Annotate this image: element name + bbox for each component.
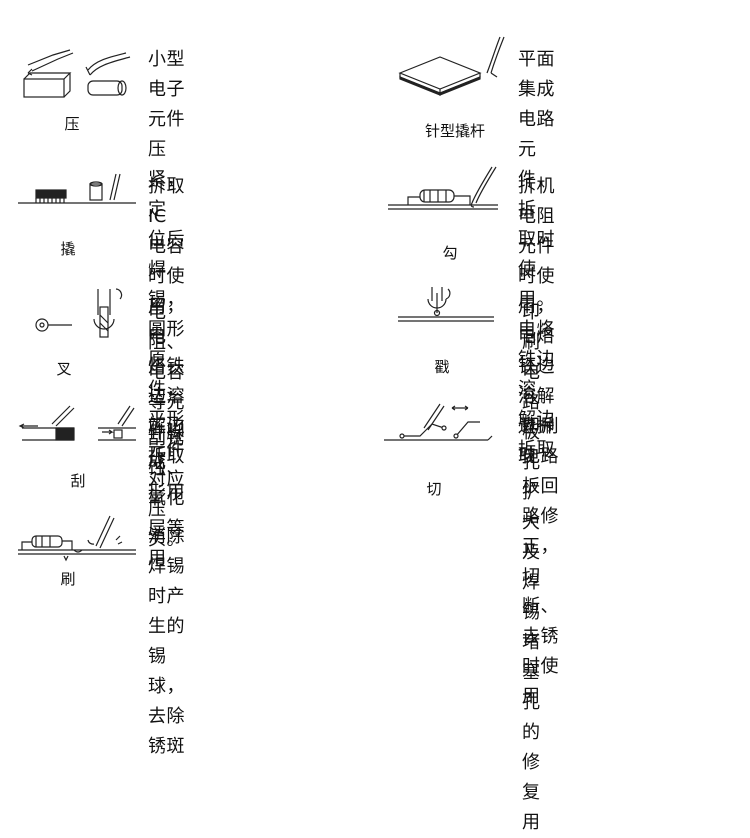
desc-line: 小型电子元件压紧，定 — [148, 49, 185, 220]
tool-label: 针型撬杆 — [424, 122, 485, 140]
tool-label: 刮 — [70, 472, 86, 490]
desc-line: 电阻、电容等元件脚成 — [148, 302, 185, 473]
desc-line: 拆机电阻元件时使用， — [518, 176, 555, 317]
desc-line: 印刷电路板孔扩大及焊 — [522, 302, 541, 593]
desc-line: 刮锈蚀、氧化层等用 — [148, 428, 185, 569]
tool-label: 叉 — [56, 360, 72, 378]
desc-line: 解边拆取 — [518, 409, 555, 460]
hook-tool-icon — [388, 166, 498, 210]
desc-line: 拆取IC电容时使用，电 — [148, 176, 185, 347]
desc-line: 电烙铁边溶解边拆取 — [518, 326, 555, 467]
tool-label: 戳 — [434, 358, 450, 376]
tool-label: 切 — [426, 480, 442, 498]
poke-tool-icon — [398, 287, 494, 322]
press-tool-icon — [23, 49, 131, 98]
tool-description: 消除焊锡时产生的锡球， 去除锈斑 — [148, 522, 185, 762]
tool-description: 刮锈蚀、氧化层等用 — [148, 424, 185, 574]
tool-label: 勾 — [442, 244, 458, 262]
tool-description: 平面集成电路元件，拆 取时使用。电烙铁边溶 解边拆取 — [518, 45, 555, 465]
scrape-tool-icon — [18, 405, 136, 441]
pry-tool-icon — [18, 173, 136, 204]
tool-label: 撬 — [60, 240, 76, 258]
desc-line: 位后焊锡，圆形原件， — [148, 229, 185, 400]
desc-line: 切断、去锈时使用 — [522, 566, 559, 707]
tool-description: 拆取IC电容时使用，电 烙铁边溶解边拆取 — [148, 172, 185, 472]
desc-line: 形用 — [148, 482, 185, 503]
desc-line: 取时使用。电烙铁边溶 — [518, 229, 555, 400]
desc-line: 烙铁边溶解边拆取 — [148, 356, 185, 467]
tool-description: 电阻、电容等元件脚成 形用 — [148, 298, 185, 508]
desc-line: 平面集成电路元件，拆 — [518, 49, 555, 220]
tool-description: 印刷电路板回路修正， 切断、去锈时使用 — [522, 412, 559, 712]
desc-line: 印刷电路板回路修正， — [522, 416, 559, 557]
fork-tool-icon — [35, 288, 123, 338]
desc-line: 消除焊锡时产生的锡球， — [148, 526, 185, 697]
tool-label: 刷 — [60, 570, 76, 588]
tool-description: 小型电子元件压紧，定 位后焊锡，圆形原件， 平形元件对应压头。 — [148, 45, 185, 555]
needle-pry-bar-icon — [398, 36, 505, 96]
desc-line: 去除锈斑 — [148, 706, 185, 757]
cut-tool-icon — [384, 403, 493, 441]
tool-label: 压 — [64, 115, 80, 133]
brush-tool-icon — [18, 515, 136, 562]
desc-line: 平形元件对应压头。 — [148, 409, 185, 550]
tool-description: 拆机电阻元件时使用， 电烙铁边溶解边拆取 — [518, 172, 555, 472]
